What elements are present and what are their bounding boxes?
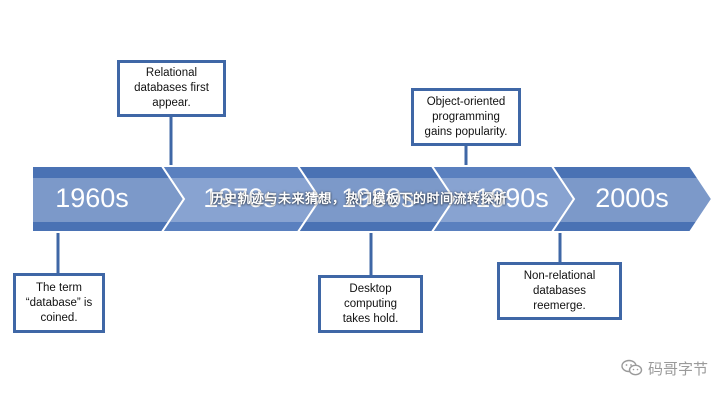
- decade-label-2000s: 2000s: [595, 183, 669, 213]
- event-box-1960s: The term “database” is coined.: [13, 273, 105, 333]
- event-box-1970s: Relational databases first appear.: [117, 60, 226, 117]
- decade-label-1960s: 1960s: [55, 183, 129, 213]
- decade-label-1970s: 1970s: [203, 183, 277, 213]
- event-box-2000s: Non-relational databases reemerge.: [497, 262, 622, 320]
- wechat-icon: [621, 359, 643, 376]
- watermark-text: 码哥字节: [647, 360, 708, 378]
- event-box-1990s: Object-oriented programming gains popula…: [411, 88, 521, 146]
- headline-overlay-band: [0, 178, 718, 222]
- event-box-1980s: Desktop computing takes hold.: [318, 275, 423, 333]
- decade-label-1980s: 1980s: [341, 183, 415, 213]
- headline-caption: 历史轨迹与未来猜想，热门模板下的时间流转探析: [210, 191, 508, 206]
- watermark: 码哥字节: [621, 358, 708, 378]
- timeline-segment-2000s: [550, 165, 714, 233]
- decade-label-1990s: 1990s: [475, 183, 549, 213]
